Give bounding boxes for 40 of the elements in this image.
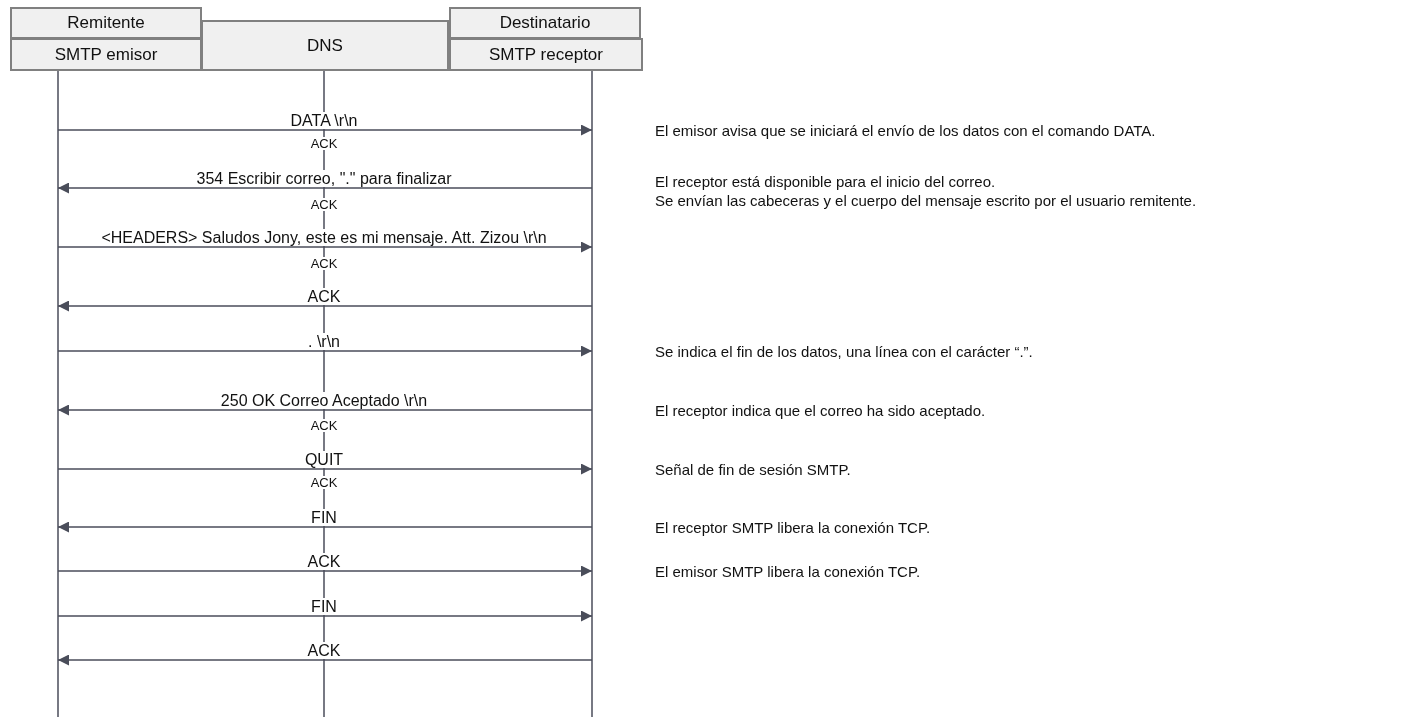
participant-box: DNS (201, 20, 449, 71)
message-arrow (57, 124, 593, 136)
note-text: Señal de fin de sesión SMTP. (655, 460, 852, 479)
ack-label: ACK (310, 476, 338, 489)
note-text: El receptor está disponible para el inicio del correo. (655, 172, 997, 191)
ack-label: ACK (310, 198, 338, 211)
note-text: El emisor SMTP libera la conexión TCP. (655, 562, 922, 581)
ack-label: ACK (310, 257, 338, 270)
ack-label: ACK (310, 137, 338, 150)
edge-label: QUIT (302, 451, 346, 468)
ack-label: ACK (310, 419, 338, 432)
participant-box: SMTP emisor (10, 38, 202, 71)
message-arrow (57, 463, 593, 475)
edge-label: ACK (305, 553, 343, 570)
message-arrow (57, 654, 593, 666)
message-arrow (57, 521, 593, 533)
edge-label: ACK (305, 642, 343, 659)
note-text: Se indica el fin de los datos, una línea con el carácter “.”. (655, 342, 1034, 361)
edge-label: DATA \r\n (288, 112, 360, 129)
note-text: El emisor avisa que se iniciará el envío de los datos con el comando DATA. (655, 121, 1157, 140)
message-arrow (57, 565, 593, 577)
edge-label: 250 OK Correo Aceptado \r\n (218, 392, 430, 409)
message-arrow (57, 404, 593, 416)
note-text: Se envían las cabeceras y el cuerpo del mensaje escrito por el usuario remitente. (655, 191, 1198, 210)
edge-label: . \r\n (306, 333, 342, 350)
edge-label: FIN (309, 598, 339, 615)
note-text: El receptor indica que el correo ha sido aceptado. (655, 401, 987, 420)
message-arrow (57, 300, 593, 312)
edge-label: <HEADERS> Saludos Jony, este es mi mensaje. Att. Zizou \r\n (99, 229, 549, 246)
message-arrow (57, 345, 593, 357)
participant-box: Destinatario (449, 7, 641, 39)
message-arrow (57, 610, 593, 622)
participant-box: Remitente (10, 7, 202, 39)
message-arrow (57, 241, 593, 253)
message-arrow (57, 182, 593, 194)
edge-label: FIN (309, 509, 339, 526)
edge-label: 354 Escribir correo, "." para finalizar (194, 170, 454, 187)
note-text: El receptor SMTP libera la conexión TCP. (655, 518, 932, 537)
edge-label: ACK (305, 288, 343, 305)
participant-box: SMTP receptor (449, 38, 643, 71)
